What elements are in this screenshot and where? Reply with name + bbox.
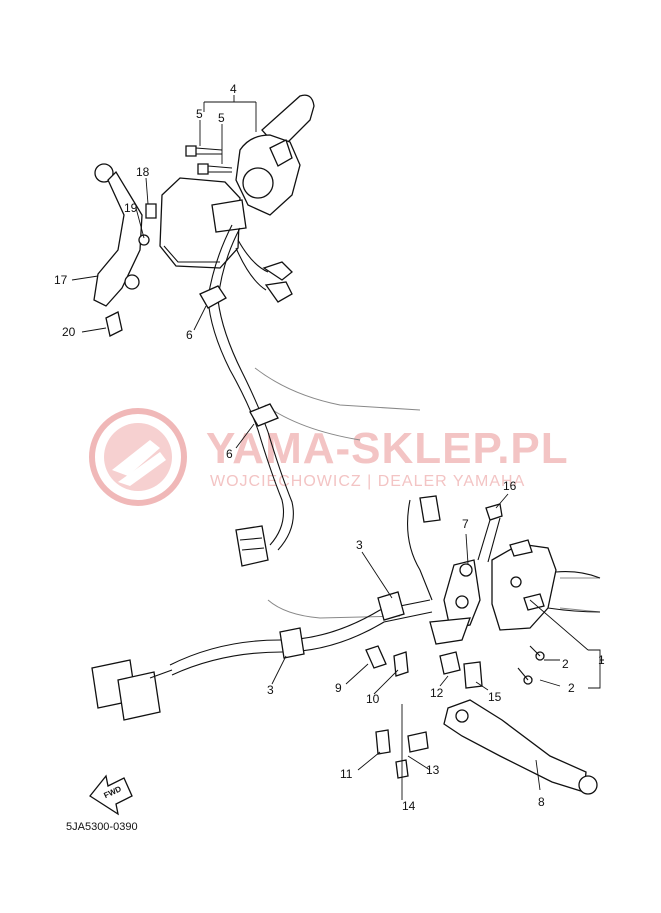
callout-17: 17: [54, 273, 68, 287]
callout-4: 4: [230, 82, 237, 96]
callout-6a: 6: [186, 328, 193, 342]
callout-20: 20: [62, 325, 76, 339]
callout-8: 8: [538, 795, 545, 809]
left-handlebar-switch: [159, 94, 315, 303]
watermark-brand: YAMA-SKLEP.PL: [206, 424, 569, 473]
right-handlebar-switch: [429, 503, 601, 689]
callout-13: 13: [426, 763, 440, 777]
callout-2b: 2: [568, 681, 575, 695]
callout-15: 15: [488, 690, 502, 704]
diagram-code: 5JA5300-0390: [66, 821, 138, 833]
callout-11: 11: [340, 767, 353, 781]
hardware-parts: [365, 645, 429, 779]
watermark-logo: [89, 408, 187, 506]
callout-12: 12: [430, 686, 444, 700]
callout-3b: 3: [267, 683, 274, 697]
watermark-dealer: WOJCIECHOWICZ | DEALER YAMAHA: [210, 473, 525, 490]
leader-lines: [71, 95, 604, 800]
callout-10: 10: [366, 692, 380, 706]
fwd-arrow-icon: FWD: [89, 774, 133, 816]
callout-9: 9: [335, 681, 342, 695]
lower-wire-harness: [91, 495, 441, 721]
callout-6b: 6: [226, 447, 233, 461]
callout-7: 7: [462, 517, 469, 531]
upper-wire-harness: [199, 224, 294, 567]
bolts-5: [185, 145, 233, 175]
callout-5a: 5: [196, 107, 203, 121]
bolts-2: [517, 645, 545, 685]
callout-1: 1: [598, 653, 605, 667]
callout-14: 14: [402, 799, 416, 813]
callout-2a: 2: [562, 657, 569, 671]
callout-19: 19: [124, 201, 138, 215]
callout-3a: 3: [356, 538, 363, 552]
callout-16: 16: [503, 479, 517, 493]
lever-17: [93, 163, 157, 337]
callout-5b: 5: [218, 111, 225, 125]
lever-8: [443, 699, 598, 795]
callout-18: 18: [136, 165, 150, 179]
